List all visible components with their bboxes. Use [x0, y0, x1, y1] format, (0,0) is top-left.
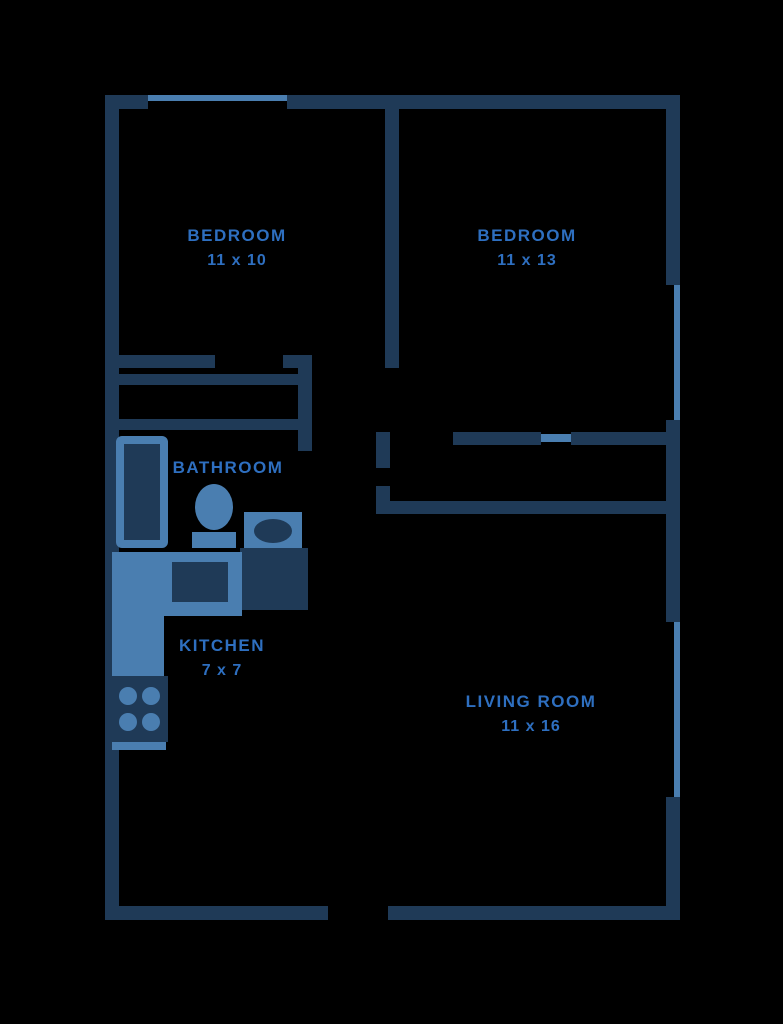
wall-outer-top-left: [105, 95, 148, 109]
bedroom1-label: BEDROOM 11 x 10: [187, 226, 286, 270]
stove-front-strip: [112, 742, 166, 750]
wall-living-top: [390, 501, 666, 514]
kitchen-dims: 7 x 7: [201, 662, 243, 679]
window-hall-vent: [541, 434, 571, 442]
wall-bathroom-right: [298, 355, 312, 451]
wall-hall-left-lower: [376, 486, 390, 514]
bedroom2-dims: 11 x 13: [497, 252, 557, 269]
wall-outer-top-right: [287, 95, 680, 109]
bedroom1-dims: 11 x 10: [207, 252, 267, 269]
living-room-label: LIVING ROOM 11 x 16: [466, 692, 597, 736]
wall-outer-bottom-right: [388, 906, 680, 920]
kitchen-label: KITCHEN 7 x 7: [179, 636, 265, 680]
kitchen-sink: [172, 562, 228, 602]
wall-closet-bottom: [118, 419, 298, 430]
stove-burner-4: [142, 713, 160, 731]
wall-bedroom-divider: [385, 95, 399, 368]
bathroom-name: BATHROOM: [172, 458, 284, 477]
living-room-dims: 11 x 16: [501, 718, 561, 735]
kitchen-counter-left: [112, 616, 164, 678]
toilet-bowl: [195, 484, 233, 530]
bathtub: [116, 436, 168, 548]
kitchen-name: KITCHEN: [178, 636, 266, 655]
window-living-right: [674, 622, 680, 797]
stove-burner-1: [119, 687, 137, 705]
window-bedroom1-top: [148, 95, 287, 101]
wall-outer-bottom-left: [105, 906, 328, 920]
wall-outer-right-lower: [666, 797, 680, 920]
wall-outer-right-middle: [666, 420, 680, 622]
stove: [110, 676, 168, 742]
wall-closet-top: [118, 374, 298, 385]
bedroom2-label: BEDROOM 11 x 13: [477, 226, 576, 270]
wall-bedroom1-bottom-left: [105, 355, 215, 368]
living-room-name: LIVING ROOM: [465, 692, 597, 711]
wall-outer-right-upper: [666, 95, 680, 285]
bathroom-label: BATHROOM: [173, 458, 284, 478]
bedroom1-name: BEDROOM: [187, 226, 287, 245]
wall-bedroom2-bottom-left: [453, 432, 541, 445]
wall-hall-left-upper: [376, 432, 390, 468]
bedroom2-name: BEDROOM: [477, 226, 577, 245]
stove-burner-3: [119, 713, 137, 731]
wall-bedroom2-bottom-right: [571, 432, 666, 445]
stove-burner-2: [142, 687, 160, 705]
kitchen-counter-peninsula: [240, 548, 308, 610]
sink-basin: [254, 519, 292, 543]
window-bedroom2-right: [674, 285, 680, 420]
toilet-tank: [192, 532, 236, 548]
